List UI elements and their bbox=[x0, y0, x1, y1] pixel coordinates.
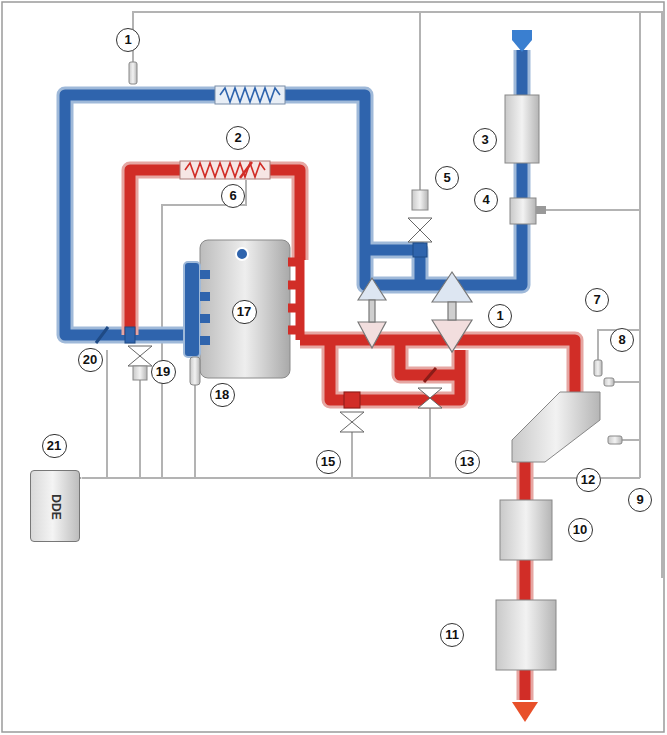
callout-number: 2 bbox=[226, 126, 250, 150]
bypass-valve-symbol bbox=[408, 218, 432, 242]
callout-number: 11 bbox=[440, 623, 464, 647]
intake-arrow bbox=[512, 30, 532, 52]
turbine-valve-symbol bbox=[340, 412, 364, 432]
callout-number: 15 bbox=[316, 450, 341, 474]
callout-number: 6 bbox=[221, 184, 245, 208]
callout-number: 19 bbox=[151, 360, 176, 384]
boost-sensor bbox=[129, 62, 137, 84]
egr-valve bbox=[125, 327, 135, 343]
air-filter bbox=[505, 95, 539, 163]
egr-cooler bbox=[180, 161, 270, 179]
egr-actuator bbox=[133, 366, 147, 380]
rear-silencer bbox=[496, 600, 556, 670]
egr-cooler-coil bbox=[185, 163, 265, 177]
callout-number: 4 bbox=[474, 188, 498, 212]
wastegate-symbol bbox=[418, 388, 442, 408]
exhaust-pipes bbox=[130, 170, 575, 700]
callout-number: 9 bbox=[628, 488, 652, 512]
callout-number: 13 bbox=[455, 450, 480, 474]
callout-number: 10 bbox=[568, 518, 593, 542]
callout-number: 12 bbox=[576, 468, 601, 492]
turbochargers bbox=[358, 272, 472, 352]
control-unit: DDE bbox=[30, 470, 80, 542]
engine-logo bbox=[236, 248, 248, 260]
catalytic-converter bbox=[512, 392, 600, 462]
air-mass-meter bbox=[510, 198, 536, 224]
callout-number: 18 bbox=[210, 383, 235, 407]
callout-number: 21 bbox=[42, 434, 67, 458]
bypass-valve bbox=[413, 243, 427, 257]
intercooler bbox=[215, 86, 285, 104]
egr-bypass-flap bbox=[240, 162, 252, 178]
wastegate-flap bbox=[424, 368, 436, 382]
callout-number: 3 bbox=[473, 128, 497, 152]
turbine-control-valve bbox=[344, 392, 360, 408]
front-silencer bbox=[500, 500, 552, 560]
egr-valve-symbol bbox=[128, 346, 152, 366]
intake-runners bbox=[200, 270, 210, 345]
exhaust-manifold bbox=[288, 262, 300, 340]
exhaust-sensor bbox=[608, 436, 622, 444]
callout-number: 20 bbox=[78, 348, 103, 372]
callout-number: 17 bbox=[232, 300, 257, 324]
exhaust-arrow bbox=[512, 702, 538, 722]
bypass-actuator bbox=[412, 190, 428, 210]
callout-number: 1 bbox=[116, 28, 140, 52]
callout-number: 8 bbox=[610, 328, 634, 352]
callout-number: 1 bbox=[488, 304, 512, 328]
callout-number: 5 bbox=[435, 166, 459, 190]
node-label: DDE bbox=[49, 494, 63, 519]
intercooler-coil bbox=[220, 88, 280, 102]
throttle-flap bbox=[96, 327, 108, 343]
engine-block bbox=[200, 240, 290, 378]
exhaust-sensor bbox=[594, 360, 602, 376]
callout-number: 7 bbox=[585, 288, 609, 312]
exhaust-sensor bbox=[604, 378, 614, 386]
intake-manifold bbox=[184, 262, 200, 357]
manifold-sensor bbox=[190, 357, 200, 385]
air-mass-meter-plug bbox=[536, 206, 546, 214]
